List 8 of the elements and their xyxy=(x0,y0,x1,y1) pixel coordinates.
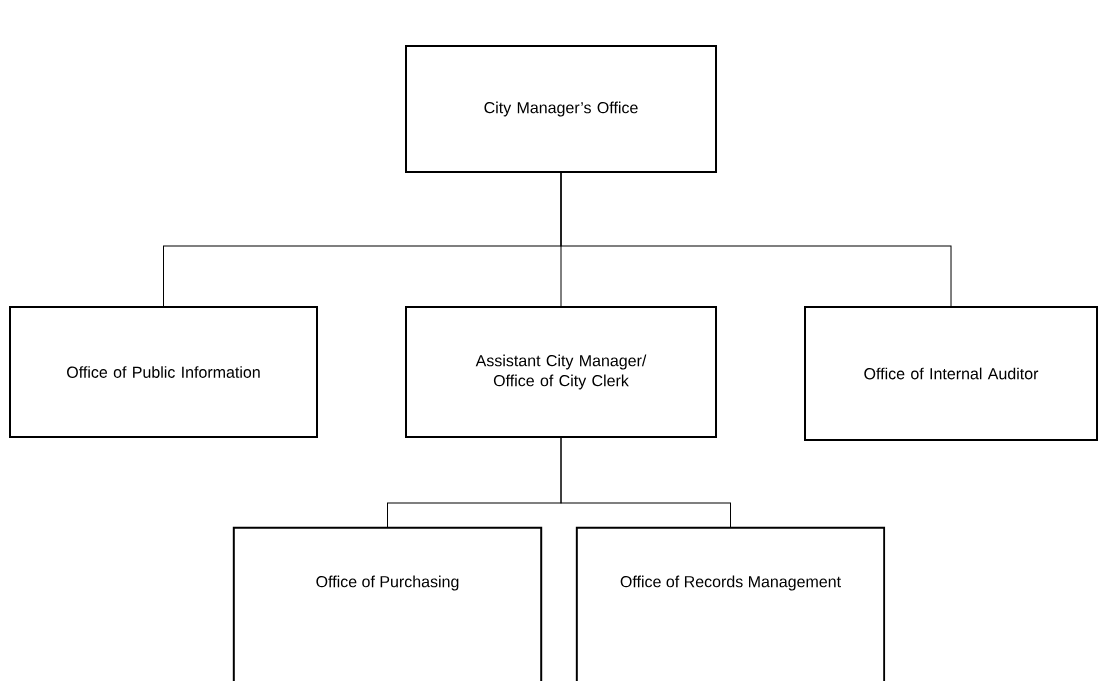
org-box: Office of Records Management xyxy=(575,526,886,681)
org-box: City Manager’s Office xyxy=(405,45,717,173)
org-box: Office of Purchasing xyxy=(232,526,543,681)
connector-line xyxy=(560,172,952,307)
org-box: Office of Public Information xyxy=(9,306,318,438)
org-box: Assistant City Manager/ Office of City Clerk xyxy=(405,306,717,438)
org-box: Office of Internal Auditor xyxy=(804,306,1098,441)
connector-line xyxy=(560,437,731,529)
